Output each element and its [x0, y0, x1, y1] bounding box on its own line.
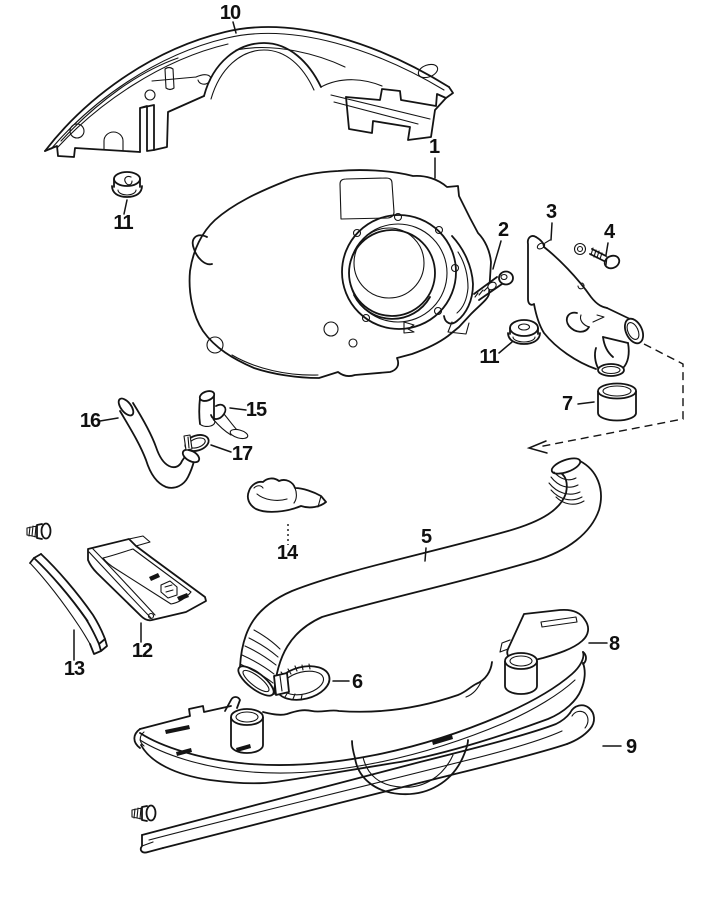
callout-5-label: 5 — [421, 526, 432, 548]
callout-7: 7 — [562, 393, 595, 415]
callout-8-label: 8 — [609, 633, 620, 655]
callout-6-label: 6 — [352, 671, 363, 693]
callout-2: 2 — [492, 219, 510, 270]
grommet-left-drawing — [111, 171, 143, 198]
part-10-cover-plate-drawing — [44, 26, 454, 158]
callout-17-label: 17 — [232, 443, 253, 465]
part-1-fan-shroud-drawing — [188, 169, 492, 379]
callout-9-label: 9 — [626, 736, 637, 758]
callout-1-label: 1 — [429, 136, 440, 158]
callout-8: 8 — [588, 633, 621, 655]
callout-17: 17 — [210, 443, 254, 465]
callout-11-right: 11 — [479, 341, 513, 368]
callout-10: 10 — [220, 2, 242, 34]
callout-14-label: 14 — [277, 542, 299, 564]
screw-upper-left-drawing — [26, 522, 52, 540]
callout-10-label: 10 — [220, 2, 241, 24]
part-6-clamp-drawing — [273, 663, 331, 701]
callouts: 10 1 2 3 4 11 11 7 — [64, 2, 638, 758]
callout-4: 4 — [604, 221, 617, 256]
assembly-dashed-links — [526, 343, 684, 454]
part-5-hose-drawing — [237, 457, 602, 697]
callout-5: 5 — [421, 526, 433, 562]
part-2-bolt-drawing — [473, 270, 514, 301]
part-17-clamp-drawing — [183, 434, 210, 452]
duct-breather-tower-left — [224, 696, 264, 754]
callout-15: 15 — [229, 399, 268, 421]
part-7-sleeve-drawing — [597, 382, 637, 422]
callout-15-label: 15 — [246, 399, 267, 421]
callout-9: 9 — [602, 736, 638, 758]
callout-3: 3 — [546, 201, 558, 241]
part-9-trim-strip-drawing — [139, 704, 595, 854]
callout-14: 14 — [277, 524, 300, 564]
callout-3-label: 3 — [546, 201, 557, 223]
callout-16-label: 16 — [80, 410, 101, 432]
callout-13-label: 13 — [64, 658, 85, 680]
callout-11-left: 11 — [113, 199, 134, 234]
callout-4-label: 4 — [604, 221, 616, 243]
callout-12-label: 12 — [132, 640, 153, 662]
callout-12: 12 — [132, 622, 154, 662]
part-14-deflector-drawing — [246, 477, 327, 513]
part-4-bolt-washer-drawing — [573, 242, 621, 270]
part-16-hose-drawing — [117, 397, 201, 489]
callout-1: 1 — [429, 136, 441, 179]
callout-16: 16 — [80, 410, 119, 432]
grommet-right-drawing — [507, 319, 541, 345]
part-12-plate-drawing — [87, 535, 207, 622]
callout-11-right-label: 11 — [479, 346, 499, 368]
screw-bottom-left-drawing — [131, 804, 157, 822]
part-13-strip-drawing — [29, 553, 108, 655]
part-8-duct-assembly-drawing — [133, 608, 589, 796]
part-3-bracket-drawing — [526, 235, 644, 377]
callout-7-label: 7 — [562, 393, 573, 415]
callout-13: 13 — [64, 629, 86, 680]
duct-breather-tower-right — [504, 652, 538, 695]
part-15-pipe-drawing — [198, 390, 249, 440]
callout-2-label: 2 — [498, 219, 509, 241]
callout-11-left-label: 11 — [113, 212, 133, 234]
callout-6: 6 — [332, 671, 364, 693]
